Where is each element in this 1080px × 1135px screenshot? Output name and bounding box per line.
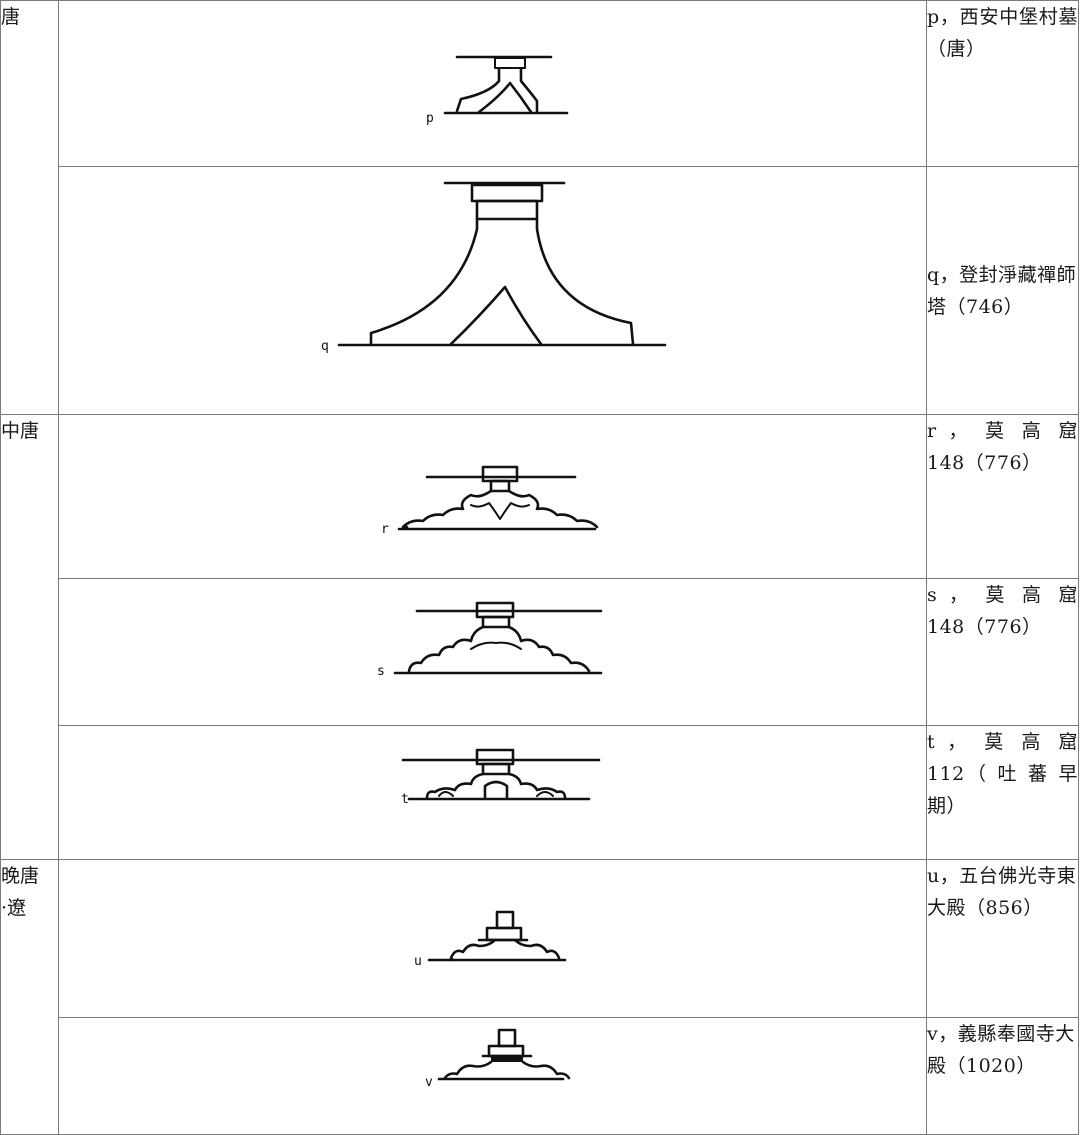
bracket-drawing-s: s [377, 601, 603, 679]
figure-s: s [58, 578, 927, 726]
table-row: 晚唐 ·遼 u u，五台佛光寺東大殿（856） [0, 859, 1079, 1135]
bracket-drawing-u: u [414, 910, 567, 969]
table-row: 中唐 r r ， 莫 高 窟 148（776） [0, 414, 1079, 860]
caption-q: q，登封淨藏禪師塔（746） [926, 166, 1079, 415]
table-row: t t ， 莫 高 窟 112（ 吐 蕃 早 期） [1, 725, 1079, 860]
bracket-drawing-t: t [401, 748, 601, 807]
table-row: q q，登封淨藏禪師塔（746） [1, 166, 1079, 415]
figure-label-s: s [377, 664, 385, 679]
figure-u: u [58, 859, 927, 1018]
bracket-drawing-q: q [321, 181, 667, 354]
table-row: v v，義縣奉國寺大殿（1020） [1, 1017, 1079, 1135]
figure-label-q: q [321, 339, 329, 354]
period-tang: 唐 [0, 0, 59, 415]
caption-v: v，義縣奉國寺大殿（1020） [926, 1017, 1079, 1135]
figure-p: p [58, 0, 927, 167]
bracket-drawing-v: v [425, 1028, 571, 1090]
caption-r: r ， 莫 高 窟 148（776） [926, 414, 1079, 579]
figure-r: r [58, 414, 927, 579]
caption-u: u，五台佛光寺東大殿（856） [926, 859, 1079, 1018]
figure-q: q [58, 166, 927, 415]
period-mid-tang: 中唐 [0, 414, 59, 860]
figure-v: v [58, 1017, 927, 1135]
table-row: s s ， 莫 高 窟 148（776） [1, 578, 1079, 726]
bracket-drawing-r: r [381, 465, 599, 537]
figure-t: t [58, 725, 927, 860]
period-late-tang-liao: 晚唐 ·遼 [0, 859, 59, 1135]
figure-label-u: u [414, 954, 422, 969]
figure-label-r: r [381, 522, 389, 537]
figure-label-v: v [425, 1075, 433, 1090]
caption-t: t ， 莫 高 窟 112（ 吐 蕃 早 期） [926, 725, 1079, 860]
table-row: 唐 p p，西安中堡村墓（唐） [0, 0, 1079, 415]
figure-label-p: p [426, 111, 434, 126]
caption-p: p，西安中堡村墓（唐） [926, 0, 1079, 167]
figure-label-t: t [401, 792, 409, 807]
bracket-drawing-p: p [426, 55, 569, 126]
caption-s: s ， 莫 高 窟 148（776） [926, 578, 1079, 726]
